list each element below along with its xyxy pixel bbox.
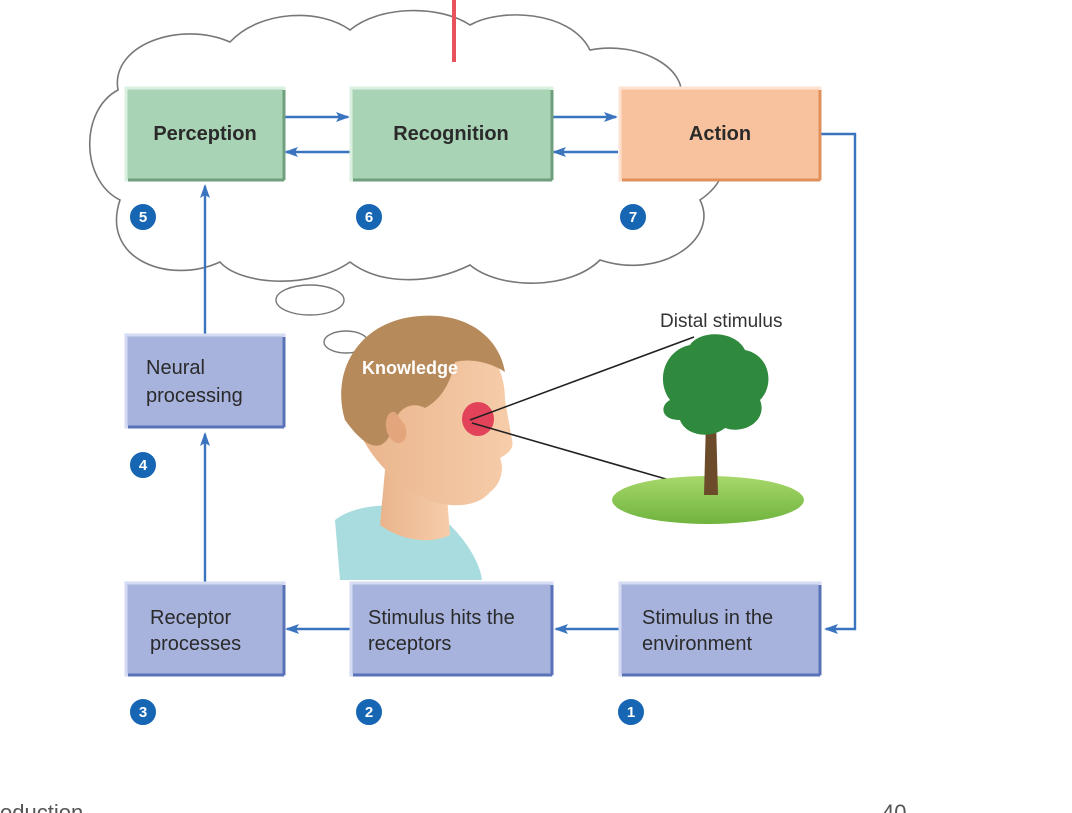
step-badge-7: 7 [618,202,648,232]
step-badge-6: 6 [354,202,384,232]
neural-processing-box: Neural processing [124,333,286,429]
svg-text:5: 5 [139,209,147,226]
person-eye-highlight [462,402,494,436]
svg-text:6: 6 [365,209,373,226]
step-badge-1: 1 [616,697,646,727]
recognition-box: Recognition [349,86,554,182]
receptor-processes-line1: Receptor [150,607,231,629]
stimulus-environment-line2: environment [642,633,753,655]
footer-left-text: oduction [0,800,83,813]
stimulus-environment-line1: Stimulus in the [642,607,773,629]
svg-text:2: 2 [365,704,373,721]
action-label: Action [689,123,751,145]
distal-stimulus-label: Distal stimulus [660,311,782,332]
thought-bubble-large [275,284,345,316]
knowledge-label: Knowledge [362,358,458,378]
step-badge-2: 2 [354,697,384,727]
tree-canopy [662,334,769,435]
recognition-label: Recognition [393,123,509,145]
perception-label: Perception [153,123,256,145]
tree-trunk [704,420,718,495]
stimulus-hits-line1: Stimulus hits the [368,607,515,629]
neural-processing-line2: processing [146,385,243,407]
step-badge-5: 5 [128,202,158,232]
grass-patch [612,476,804,524]
receptor-processes-line2: processes [150,633,241,655]
tree-illustration: Distal stimulus [612,311,804,524]
receptor-processes-box: Receptor processes [124,581,286,677]
svg-text:1: 1 [627,704,635,721]
stimulus-hits-line2: receptors [368,633,451,655]
perception-box: Perception [124,86,286,182]
svg-text:3: 3 [139,704,147,721]
svg-text:4: 4 [139,457,148,474]
arrow-action-to-environment [820,132,857,634]
stimulus-environment-box: Stimulus in the environment [618,581,822,677]
person-illustration: Knowledge [335,315,513,580]
person-hair [341,315,505,446]
step-badge-3: 3 [128,697,158,727]
text-cursor [452,0,456,62]
svg-text:7: 7 [629,209,637,226]
person-ear [385,411,407,444]
stimulus-hits-receptors-box: Stimulus hits the receptors [349,581,554,677]
step-badge-4: 4 [128,450,158,480]
footer-page-number: 40 [882,800,906,813]
neural-processing-line1: Neural [146,357,205,379]
action-box: Action [618,86,822,182]
flow-arrows [200,112,857,634]
